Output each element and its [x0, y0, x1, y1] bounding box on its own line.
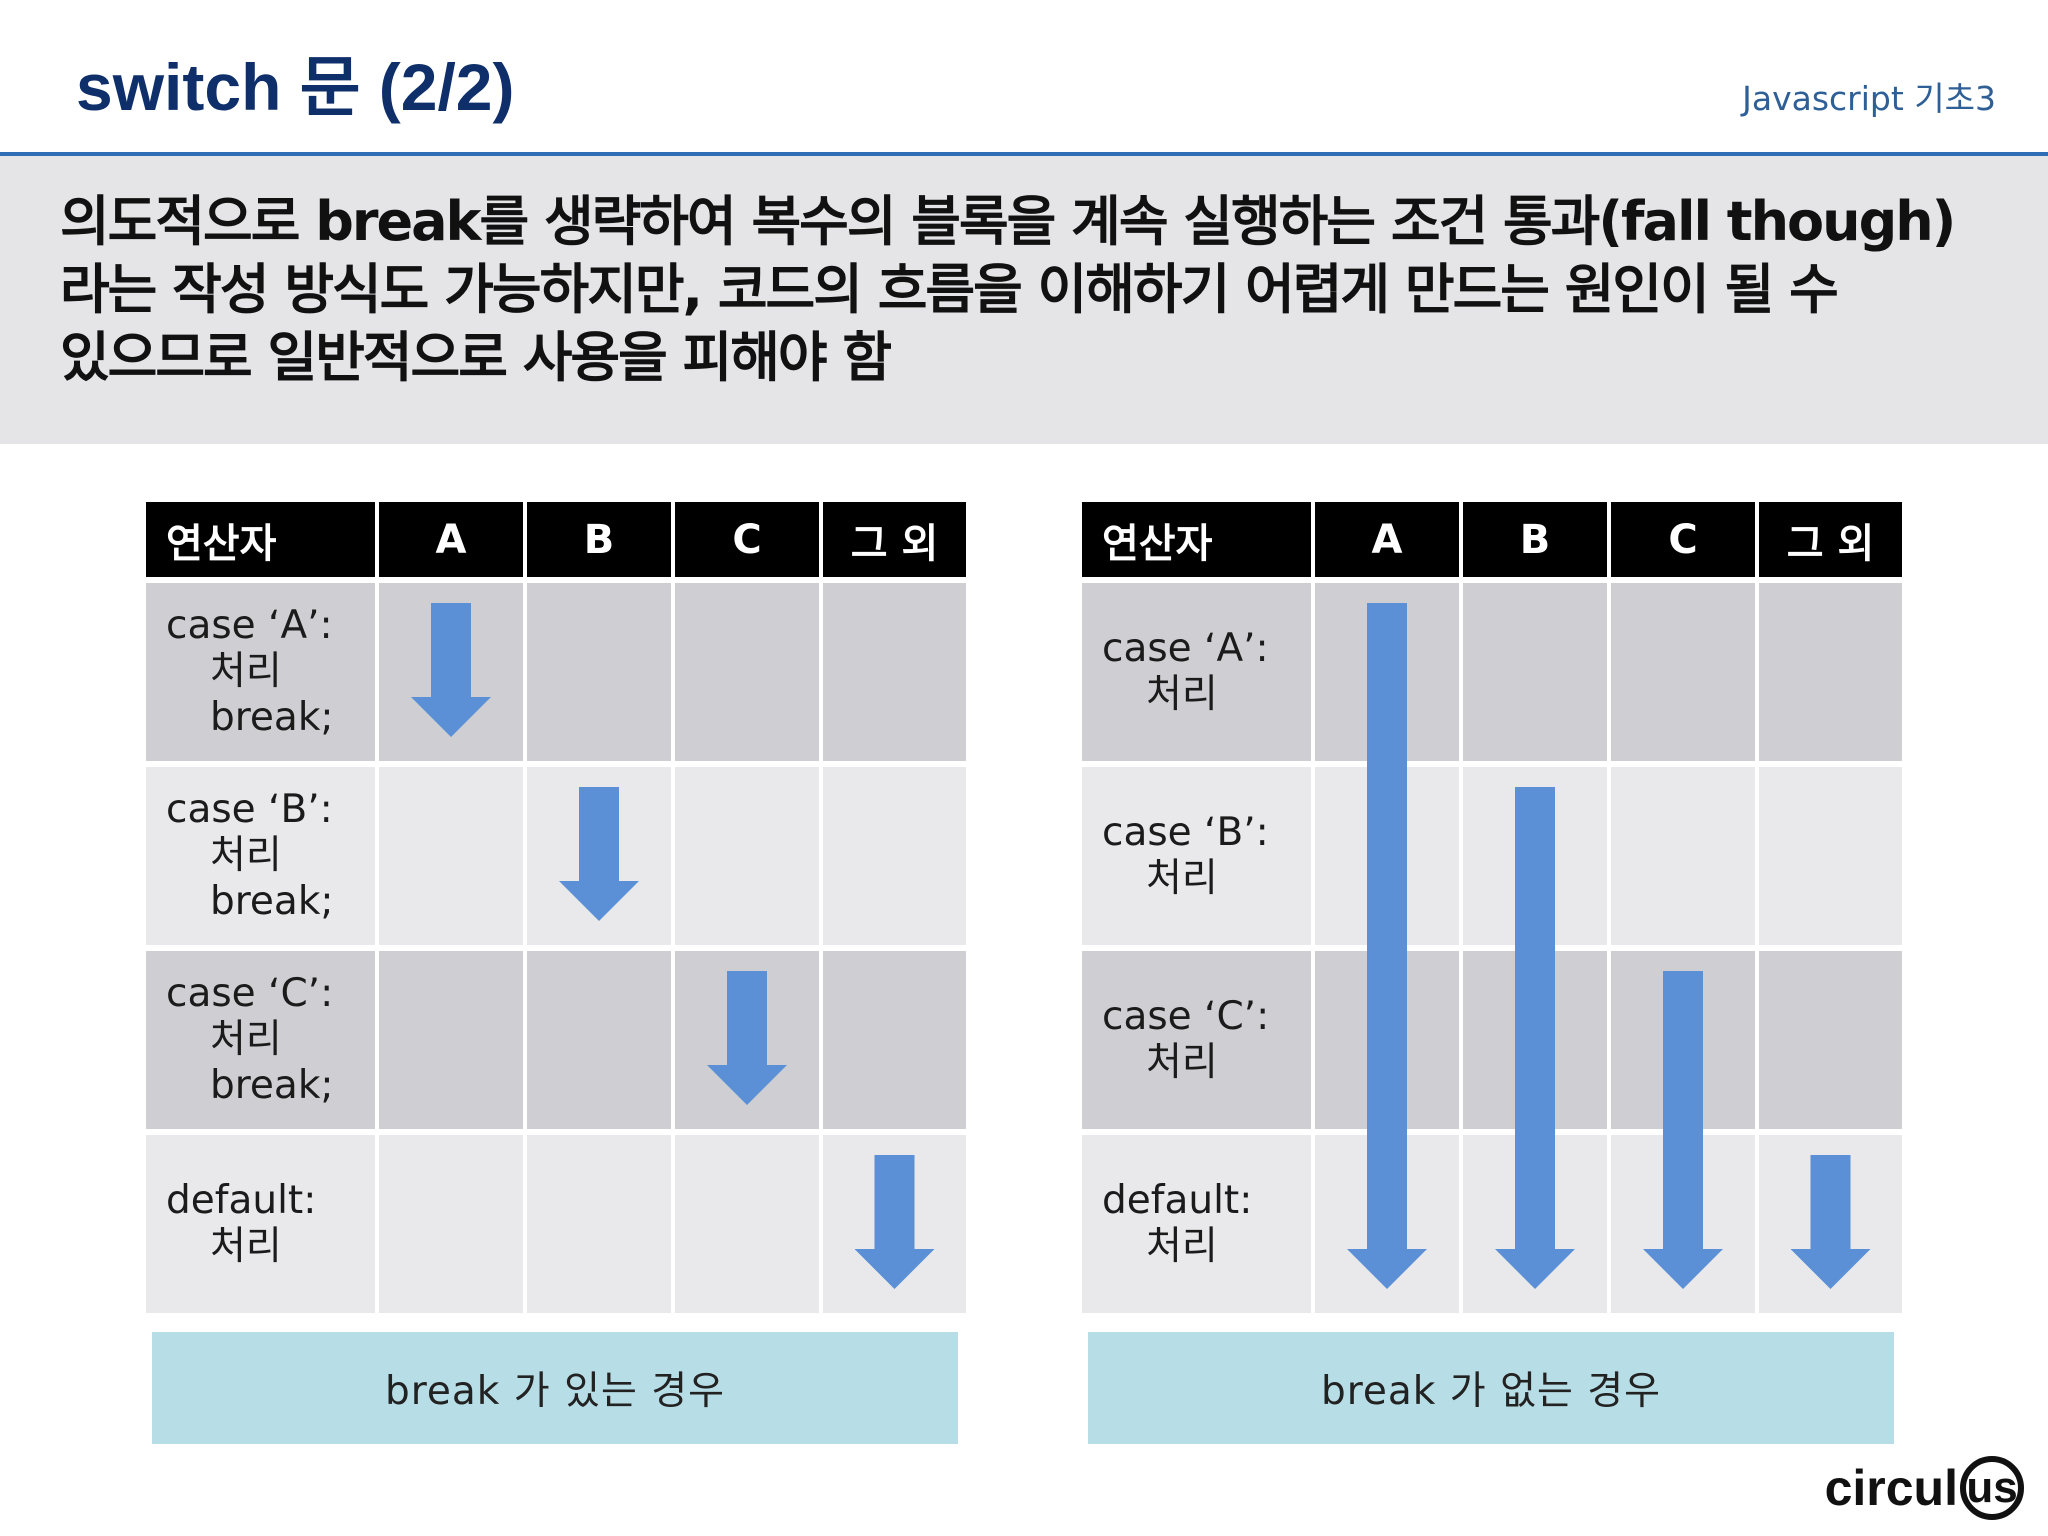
- intro-box: 의도적으로 break를 생략하여 복수의 블록을 계속 실행하는 조건 통과(…: [0, 156, 2048, 444]
- grid-cell: [1759, 583, 1902, 761]
- grid-cell: [1759, 951, 1902, 1129]
- grid-cell: [527, 583, 671, 761]
- flow-arrows-without-break: [1347, 603, 1871, 1289]
- code-line: 처리: [1146, 1040, 1218, 1085]
- down-arrow-icon: [559, 787, 639, 921]
- caption-with-break: break 가 있는 경우: [152, 1332, 958, 1444]
- code-line: default:: [166, 1178, 317, 1223]
- grid-cell: [823, 951, 966, 1129]
- table-with-break: 연산자 A B C 그 외 case ‘A’: 처리 break; case ‘…: [146, 502, 966, 1313]
- code-cell-case-a: case ‘A’: 처리: [1082, 583, 1311, 761]
- code-cell-default: default: 처리: [146, 1135, 375, 1313]
- header-divider: [0, 152, 2048, 156]
- grid-cell: [1611, 767, 1755, 945]
- panel-with-break: 연산자 A B C 그 외 case ‘A’: 처리 break; case ‘…: [146, 502, 966, 1314]
- header-operator: 연산자: [1082, 502, 1311, 577]
- code-line: case ‘A’:: [1102, 626, 1269, 671]
- header-b: B: [527, 502, 671, 577]
- down-arrow-icon: [411, 603, 491, 737]
- slide-title: switch 문 (2/2): [76, 50, 515, 124]
- grid-cell: [1759, 767, 1902, 945]
- code-cell-case-c: case ‘C’: 처리: [1082, 951, 1311, 1129]
- code-line: 처리: [210, 1224, 282, 1269]
- grid-cell: [675, 767, 819, 945]
- code-line: break;: [210, 879, 334, 924]
- header-a: A: [1315, 502, 1459, 577]
- code-line: 처리: [210, 1017, 282, 1062]
- table-without-break: 연산자 A B C 그 외 case ‘A’: 처리 case ‘B’: 처리 …: [1082, 502, 1902, 1313]
- code-cell-default: default: 처리: [1082, 1135, 1311, 1313]
- grid-cell: [527, 951, 671, 1129]
- grid-cell: [823, 583, 966, 761]
- code-line: case ‘B’:: [166, 787, 333, 832]
- code-cell-case-c: case ‘C’: 처리 break;: [146, 951, 375, 1129]
- down-arrow-icon: [1347, 603, 1427, 1289]
- header-c: C: [675, 502, 819, 577]
- code-line: 처리: [1146, 856, 1218, 901]
- grid-cell: [823, 767, 966, 945]
- code-line: 처리: [1146, 672, 1218, 717]
- grid-cell: [379, 1135, 523, 1313]
- down-arrow-icon: [854, 1155, 935, 1289]
- header-c: C: [1611, 502, 1755, 577]
- header-other: 그 외: [1759, 502, 1902, 577]
- intro-text: 의도적으로 break를 생략하여 복수의 블록을 계속 실행하는 조건 통과(…: [60, 190, 1956, 389]
- grid-cell: [675, 1135, 819, 1313]
- down-arrow-icon: [707, 971, 787, 1105]
- code-line: 처리: [1146, 1224, 1218, 1269]
- flow-arrows-with-break: [411, 603, 935, 1289]
- slide-subtitle: Javascript 기초3: [1742, 79, 1996, 118]
- logo-text: circul: [1824, 1460, 1958, 1516]
- grid-cell: [527, 1135, 671, 1313]
- code-line: default:: [1102, 1178, 1253, 1223]
- code-line: case ‘C’:: [1102, 994, 1270, 1039]
- grid-cell: [675, 583, 819, 761]
- code-cell-case-a: case ‘A’: 처리 break;: [146, 583, 375, 761]
- code-line: case ‘C’:: [166, 971, 334, 1016]
- grid-cell: [1611, 583, 1755, 761]
- panel-without-break: 연산자 A B C 그 외 case ‘A’: 처리 case ‘B’: 처리 …: [1082, 502, 1902, 1314]
- code-line: 처리: [210, 649, 282, 694]
- caption-without-break: break 가 없는 경우: [1088, 1332, 1894, 1444]
- header-b: B: [1463, 502, 1607, 577]
- code-line: break;: [210, 695, 334, 740]
- brand-logo: circul us: [1825, 1452, 2024, 1524]
- down-arrow-icon: [1495, 787, 1575, 1289]
- down-arrow-icon: [1790, 1155, 1871, 1289]
- code-line: break;: [210, 1063, 334, 1108]
- code-line: 처리: [210, 833, 282, 878]
- grid-cell: [379, 767, 523, 945]
- grid-cell: [1463, 583, 1607, 761]
- header-a: A: [379, 502, 523, 577]
- logo-circle-icon: us: [1960, 1456, 2024, 1520]
- header-other: 그 외: [823, 502, 966, 577]
- code-cell-case-b: case ‘B’: 처리: [1082, 767, 1311, 945]
- grid-cell: [379, 951, 523, 1129]
- down-arrow-icon: [1643, 971, 1723, 1289]
- code-line: case ‘A’:: [166, 603, 333, 648]
- header-operator: 연산자: [146, 502, 375, 577]
- code-cell-case-b: case ‘B’: 처리 break;: [146, 767, 375, 945]
- code-line: case ‘B’:: [1102, 810, 1269, 855]
